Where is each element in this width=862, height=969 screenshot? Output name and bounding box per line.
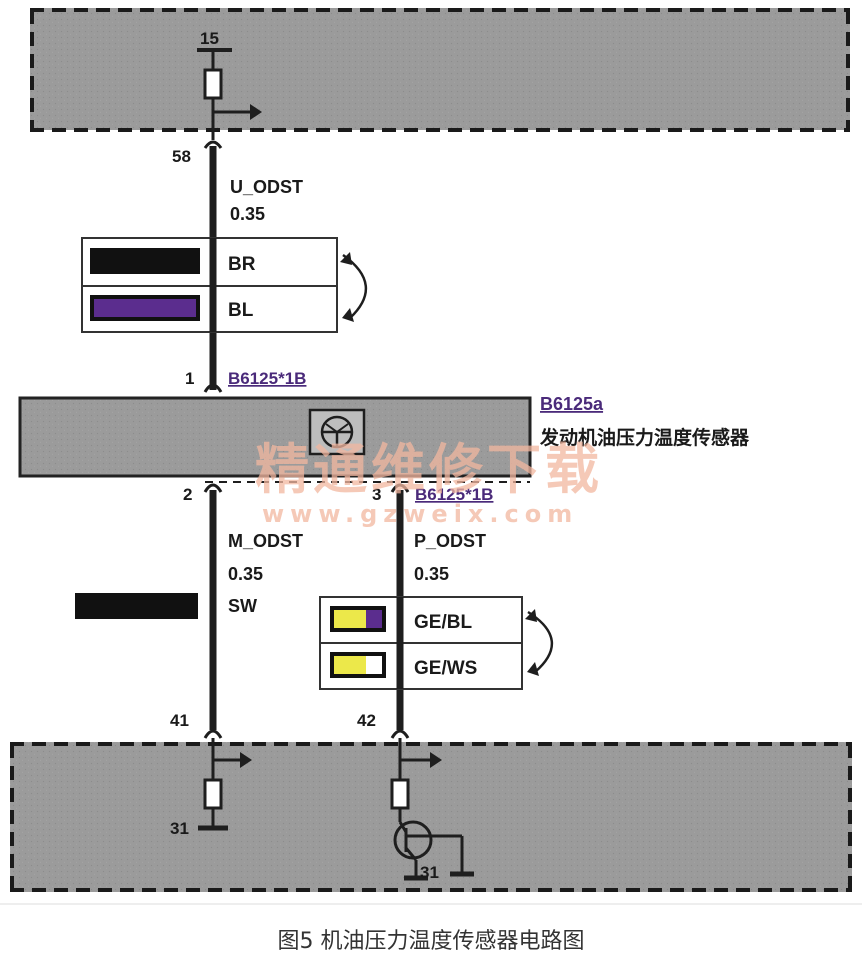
ground-31-right-label: 31 bbox=[420, 863, 439, 882]
color-swatch-ge-bl-purple bbox=[366, 610, 382, 628]
figure-caption: 图5 机油压力温度传感器电路图 bbox=[278, 929, 585, 954]
connector-top-ref: B6125*1B bbox=[228, 369, 306, 388]
color-code-ge-bl: GE/BL bbox=[414, 612, 472, 633]
color-swatch-ge-ws-white bbox=[366, 656, 382, 674]
signal-m-odst: M_ODST bbox=[228, 531, 303, 551]
color-swatch-bl bbox=[94, 299, 196, 317]
transistor-icon bbox=[393, 820, 474, 881]
watermark-text: 精通维修下载 bbox=[255, 438, 603, 501]
watermark-url: www.gzweix.com bbox=[262, 500, 578, 528]
color-swatch-sw bbox=[75, 593, 198, 619]
bottom-module-block bbox=[10, 742, 852, 892]
pin-58-label: 58 bbox=[172, 147, 191, 166]
color-swatch-ge-bl-yellow bbox=[334, 610, 366, 628]
color-swatch-ge-ws-yellow bbox=[334, 656, 366, 674]
ground-31-left-label: 31 bbox=[170, 819, 189, 838]
ground-right-path bbox=[390, 738, 442, 822]
pin-1-label: 1 bbox=[185, 369, 194, 388]
connector-bottom-ref: B6125*1B bbox=[415, 485, 493, 504]
color-code-box-upper bbox=[81, 237, 367, 333]
wire-left-line bbox=[203, 483, 223, 739]
gauge-right: 0.35 bbox=[414, 564, 449, 584]
color-swatch-br bbox=[90, 248, 200, 274]
pin-42-label: 42 bbox=[357, 711, 376, 730]
terminal-15-label: 15 bbox=[200, 29, 219, 48]
pin-41-label: 41 bbox=[170, 711, 189, 730]
color-code-bl: BL bbox=[228, 300, 254, 321]
gauge-upper: 0.35 bbox=[230, 204, 265, 224]
top-module-block bbox=[30, 8, 850, 132]
color-code-sw: SW bbox=[228, 596, 257, 616]
terminal-15-feed bbox=[197, 48, 262, 140]
signal-p-odst: P_ODST bbox=[414, 531, 486, 551]
pressure-temperature-sensor-icon bbox=[308, 408, 366, 456]
color-code-box-right bbox=[319, 596, 553, 690]
pin-3-label: 3 bbox=[372, 485, 381, 504]
color-code-br: BR bbox=[228, 254, 256, 275]
gauge-left: 0.35 bbox=[228, 564, 263, 584]
sensor-name: 发动机油压力温度传感器 bbox=[539, 426, 750, 449]
pin-2-label: 2 bbox=[183, 485, 192, 504]
sensor-ref: B6125a bbox=[540, 394, 604, 414]
ground-left-path bbox=[198, 738, 252, 831]
signal-u-odst: U_ODST bbox=[230, 177, 303, 197]
color-code-ge-ws: GE/WS bbox=[414, 658, 477, 679]
sensor-body bbox=[18, 396, 532, 478]
